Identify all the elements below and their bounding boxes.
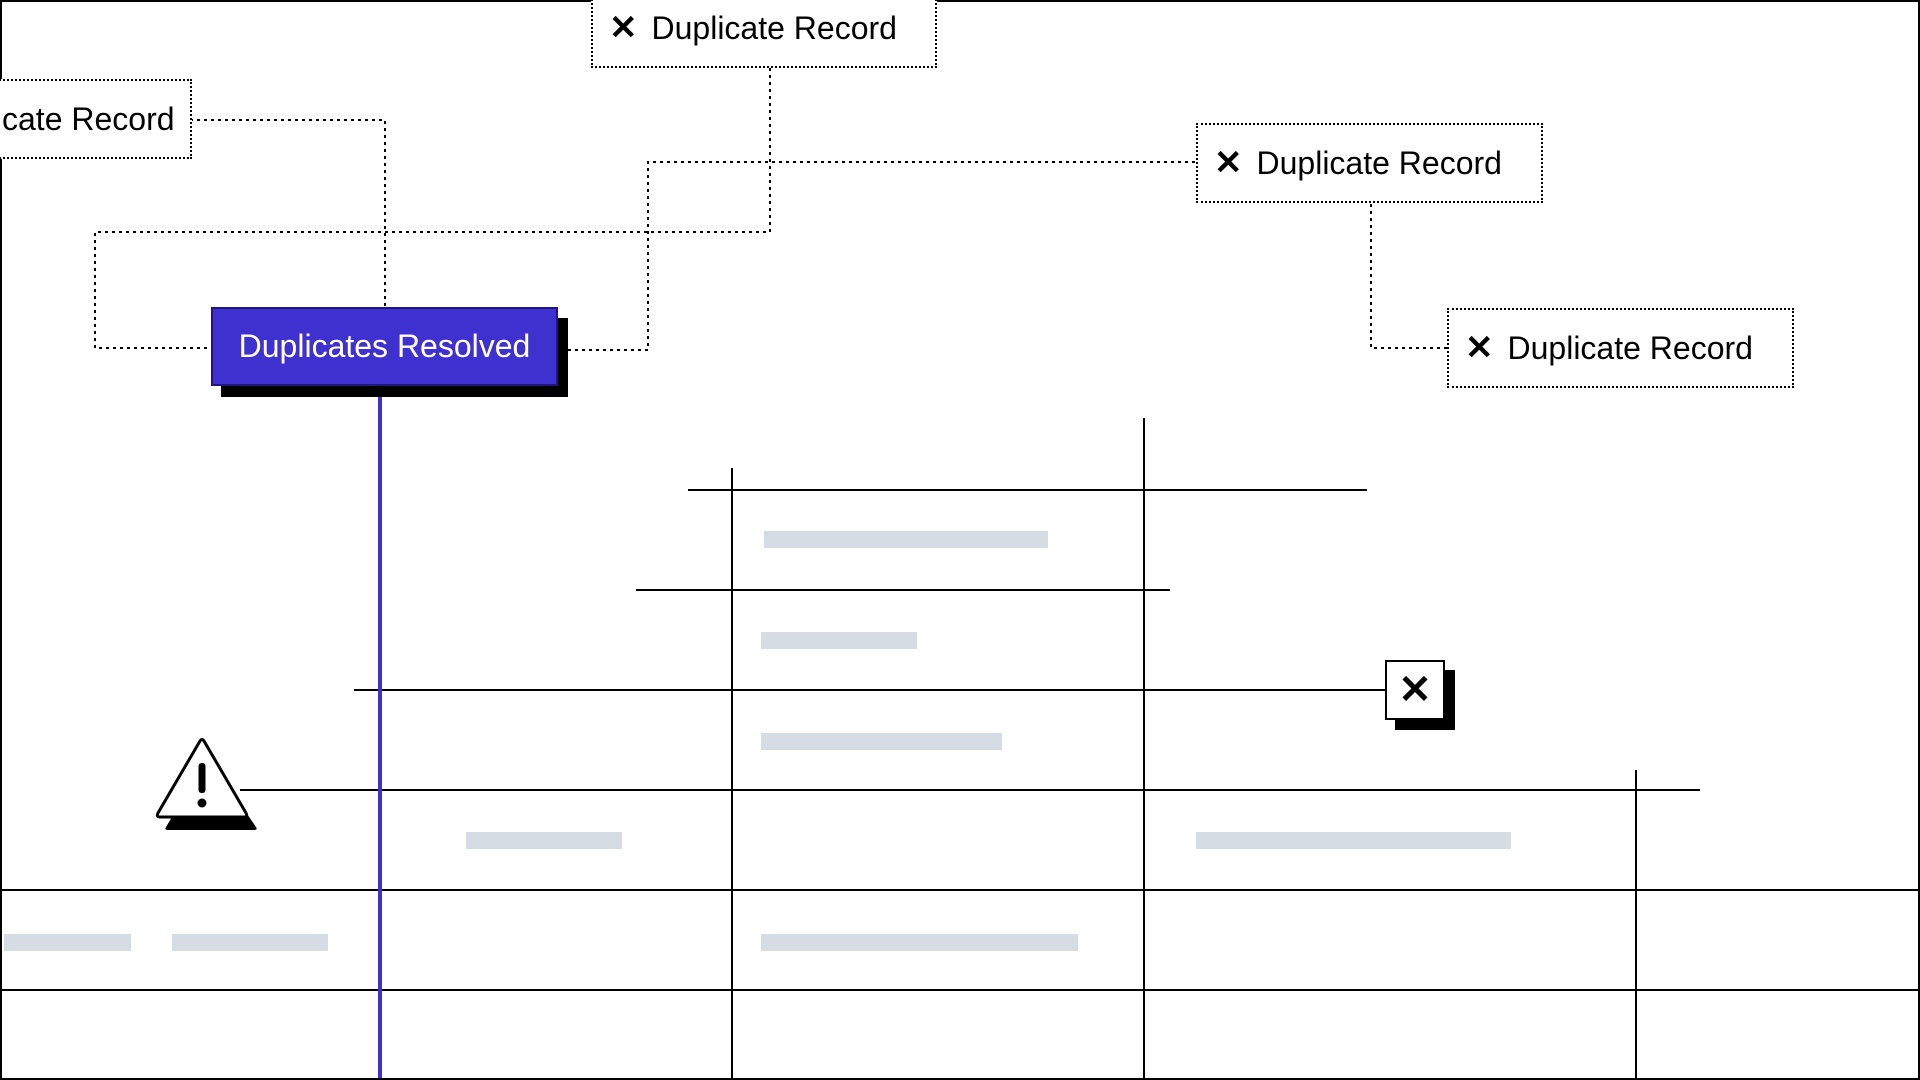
duplicate-record-node-far-right[interactable]: ✕ Duplicate Record	[1447, 308, 1794, 388]
close-icon: ✕	[1214, 144, 1243, 182]
close-icon: ✕	[1465, 329, 1494, 367]
duplicate-record-label: Duplicate Record	[1256, 144, 1502, 181]
duplicate-record-node-left[interactable]: cate Record	[0, 79, 192, 159]
close-icon: ✕	[609, 9, 638, 47]
duplicate-record-label: cate Record	[2, 100, 175, 137]
grid-lines	[0, 418, 1920, 1080]
duplicate-record-node-top[interactable]: ✕ Duplicate Record	[591, 0, 937, 68]
placeholder-bars	[4, 531, 1511, 951]
close-button[interactable]: ✕	[1385, 660, 1445, 720]
duplicate-record-label: Duplicate Record	[1507, 329, 1753, 366]
warning-icon	[155, 738, 257, 830]
dotted-connectors	[94, 68, 1448, 351]
close-icon: ✕	[1398, 668, 1432, 712]
duplicates-resolved-node[interactable]: Duplicates Resolved	[211, 307, 558, 386]
duplicate-record-node-right[interactable]: ✕ Duplicate Record	[1196, 123, 1543, 203]
duplicate-record-label: Duplicate Record	[651, 9, 897, 46]
duplicates-resolved-label: Duplicates Resolved	[238, 328, 531, 364]
